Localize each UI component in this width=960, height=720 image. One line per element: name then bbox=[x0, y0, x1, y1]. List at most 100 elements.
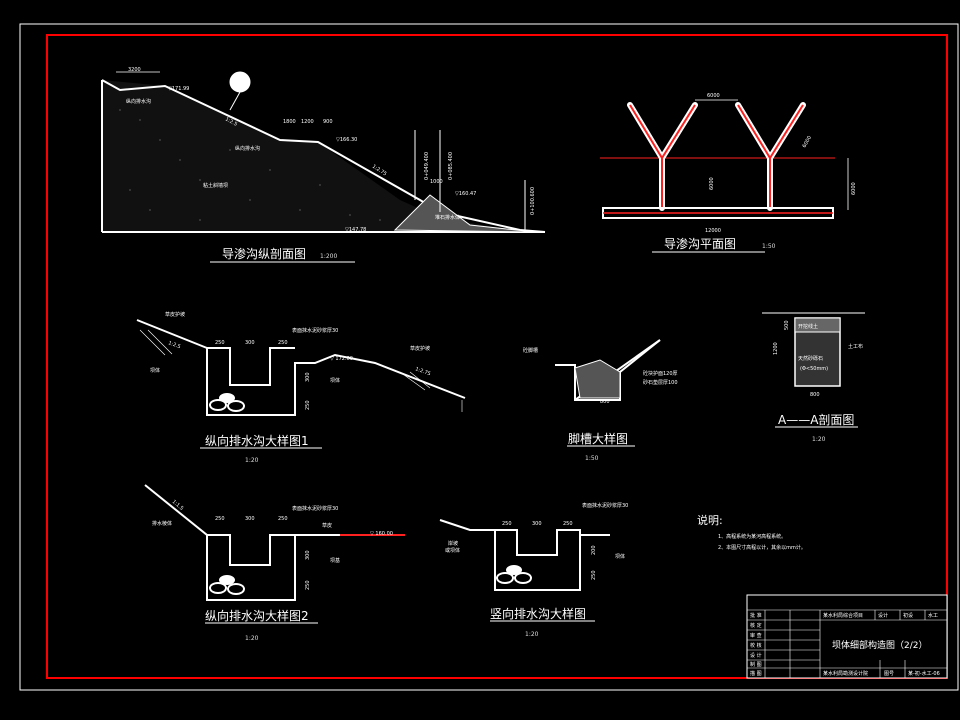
tb-cell-2: 初设 bbox=[903, 612, 913, 619]
d1-body: 坝体 bbox=[150, 367, 160, 374]
tb-row-4: 校 核 bbox=[750, 642, 762, 649]
tb-bottom-1: 某水利局勘测设计院 bbox=[823, 670, 868, 677]
foot-title: 脚槽大样图 bbox=[568, 431, 628, 446]
d1-grass: 草皮护坡 bbox=[165, 311, 185, 318]
d2-body: 坝基 bbox=[330, 557, 340, 564]
d1-title: 纵向排水沟大样图1 bbox=[205, 433, 309, 448]
aa-geo: 土工布 bbox=[848, 343, 863, 350]
d2-dim4: 300 bbox=[305, 550, 311, 560]
d2-level: ▽ 160.00 bbox=[370, 531, 393, 537]
plan-dim-2: 6000 bbox=[709, 177, 715, 190]
detail2-drawing: 排水棱体 表面抹水泥砂浆厚30 草皮 坝基 1:1.5 ▽ 160.00 250… bbox=[144, 484, 405, 642]
plan-dim-4: 6000 bbox=[851, 182, 857, 195]
foot-dim: 800 bbox=[600, 399, 610, 405]
d1-dim4: 300 bbox=[305, 372, 311, 382]
tb-row-7: 描 图 bbox=[750, 670, 762, 677]
tb-drawing-title: 坝体细部构造图（2/2） bbox=[832, 639, 928, 651]
plan-dim-3: 6000 bbox=[802, 135, 814, 149]
label-toe: 堆石排水体 bbox=[435, 214, 460, 221]
d2-coat: 表面抹水泥砂浆厚30 bbox=[292, 505, 338, 512]
level-4: ▽147.78 bbox=[345, 227, 366, 233]
outer-border bbox=[19, 23, 959, 691]
profile-dim-mid1: 1800 bbox=[283, 119, 296, 125]
d3-body: 坝体 bbox=[615, 553, 625, 560]
notes-line-1: 1、高程系统为某河高程系统。 bbox=[718, 533, 786, 540]
title-block: 批 准 核 定 审 查 校 核 设 计 制 图 描 图 某水利局综合项目 设计 … bbox=[746, 594, 948, 679]
d1-dim1: 250 bbox=[215, 340, 225, 346]
notes-heading: 说明: bbox=[697, 513, 723, 527]
foot-groove-drawing: 砼脚槽 砼块护面120厚 砂石垫层厚100 800 脚槽大样图 1:50 bbox=[523, 339, 678, 462]
tb-row-1: 批 准 bbox=[750, 612, 762, 619]
plan-dim-5: 12000 bbox=[705, 228, 721, 234]
plan-scale: 1:50 bbox=[762, 243, 776, 250]
d3-dim4: 200 bbox=[591, 545, 597, 555]
d3-side2: 或坝体 bbox=[445, 547, 460, 554]
d2-dim3: 250 bbox=[278, 516, 288, 522]
level-2: ▽166.30 bbox=[336, 137, 357, 143]
foot-scale: 1:50 bbox=[585, 455, 599, 462]
aa-dim2: 1200 bbox=[773, 342, 779, 355]
tb-bottom-3: 某-初-水工-06 bbox=[908, 670, 940, 677]
vert-2: 0+085.400 bbox=[448, 152, 454, 180]
level-3: ▽160.47 bbox=[455, 191, 476, 197]
d3-scale: 1:20 bbox=[525, 631, 539, 638]
tb-row-3: 审 查 bbox=[750, 632, 762, 639]
d3-coat: 表面抹水泥砂浆厚30 bbox=[582, 502, 628, 509]
d2-title: 纵向排水沟大样图2 bbox=[205, 608, 309, 623]
detail1-drawing: 草皮护坡 坝体 表面抹水泥砂浆厚30 草皮护坡 坝体 1:2.5 1:2.75 … bbox=[136, 311, 466, 464]
d2-dim5: 250 bbox=[305, 580, 311, 590]
d3-side: 岸坡 bbox=[448, 540, 458, 547]
d2-slope: 1:1.5 bbox=[171, 499, 185, 512]
d1-dim3: 250 bbox=[278, 340, 288, 346]
aa-dim3: 800 bbox=[810, 392, 820, 398]
d1-dim2: 300 bbox=[245, 340, 255, 346]
d2-dim2: 300 bbox=[245, 516, 255, 522]
d3-dim3: 250 bbox=[563, 521, 573, 527]
d2-grass: 草皮 bbox=[322, 522, 332, 529]
foot-sand: 砂石垫层厚100 bbox=[643, 379, 678, 386]
notes: 说明: 1、高程系统为某河高程系统。 2、本图尺寸高程以计，其余以mm计。 bbox=[697, 513, 806, 551]
aa-top: 开挖线土 bbox=[798, 323, 818, 330]
red-frame bbox=[46, 34, 948, 679]
tb-row-6: 制 图 bbox=[750, 661, 762, 668]
tb-bottom-2: 图号 bbox=[884, 671, 894, 677]
d2-scale: 1:20 bbox=[245, 635, 259, 642]
profile-dim-top: 3200 bbox=[128, 67, 141, 73]
tb-unit: 某水利局综合项目 bbox=[823, 612, 863, 619]
d1-body2: 坝体 bbox=[330, 377, 340, 384]
d1-scale: 1:20 bbox=[245, 457, 259, 464]
detail3-drawing: 表面抹水泥砂浆厚30 岸坡 或坝体 坝体 250 300 250 200 250… bbox=[439, 502, 628, 638]
plan-title: 导渗沟平面图 bbox=[664, 236, 736, 251]
foot-groove: 砼脚槽 bbox=[523, 347, 538, 354]
slope-1: 1:2.5 bbox=[224, 116, 238, 127]
tb-row-2: 核 定 bbox=[750, 622, 762, 629]
d1-coat: 表面抹水泥砂浆厚30 bbox=[292, 327, 338, 334]
tb-cell-1: 设计 bbox=[878, 612, 888, 619]
profile-scale: 1:200 bbox=[320, 253, 337, 260]
vert-1: 0+049.400 bbox=[424, 152, 430, 180]
d3-dim5: 250 bbox=[591, 570, 597, 580]
d3-dim1: 250 bbox=[502, 521, 512, 527]
notes-line-2: 2、本图尺寸高程以计，其余以mm计。 bbox=[718, 544, 806, 551]
plan-drawing: 6000 6000 6000 6000 12000 导渗沟平面图 1:50 bbox=[600, 93, 857, 253]
d2-drain: 排水棱体 bbox=[152, 520, 172, 527]
label-dam-body: 粘土斜墙坝 bbox=[203, 182, 228, 189]
aa-scale: 1:20 bbox=[812, 436, 826, 443]
profile-dim-mid3: 900 bbox=[323, 119, 333, 125]
vert-3: 0+100.600 bbox=[530, 187, 536, 215]
slope-2: 1:2.75 bbox=[371, 164, 388, 178]
d2-dim1: 250 bbox=[215, 516, 225, 522]
level-1: ▽171.99 bbox=[168, 86, 189, 92]
tb-row-5: 设 计 bbox=[750, 652, 762, 659]
d1-dim5: 250 bbox=[305, 400, 311, 410]
aa-size: (Φ<50mm) bbox=[800, 366, 828, 372]
tb-cell-3: 水工 bbox=[928, 612, 938, 619]
profile-dim-right: 1000 bbox=[430, 179, 443, 185]
d1-slope2: 1:2.75 bbox=[414, 366, 431, 377]
aa-dim1: 500 bbox=[784, 320, 790, 330]
aa-fill: 天然砂砾石 bbox=[798, 355, 823, 362]
d1-level: ▽ 172.00 bbox=[330, 356, 353, 362]
label-mid-ditch: 纵向排水沟 bbox=[235, 145, 260, 152]
d3-title: 竖向排水沟大样图 bbox=[490, 606, 586, 621]
